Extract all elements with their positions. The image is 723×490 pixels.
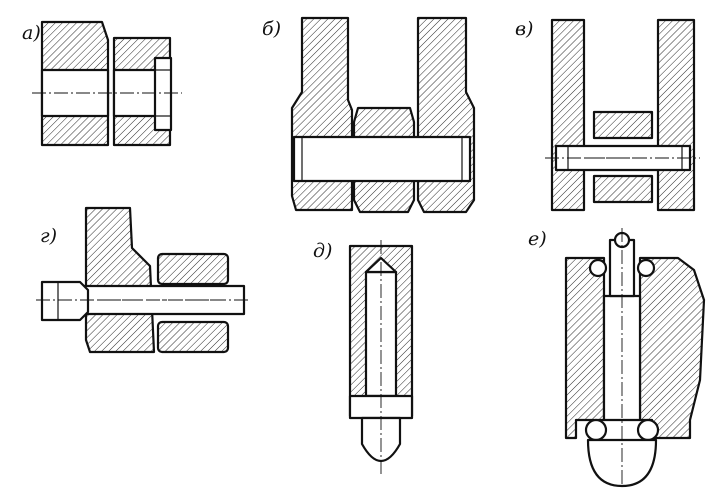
figure-g-assembly [36,206,250,354]
label-d: д) [313,240,333,262]
figure-a-assembly [32,20,182,147]
figure-b-assembly [290,16,476,214]
figure-d-assembly [348,240,414,474]
label-g: г) [40,225,58,247]
label-v: в) [515,18,534,40]
label-b: б) [262,18,282,40]
figure-v-assembly [545,18,700,212]
label-e: е) [528,228,547,250]
label-a: а) [22,22,41,44]
figure-e-assembly [564,228,706,488]
